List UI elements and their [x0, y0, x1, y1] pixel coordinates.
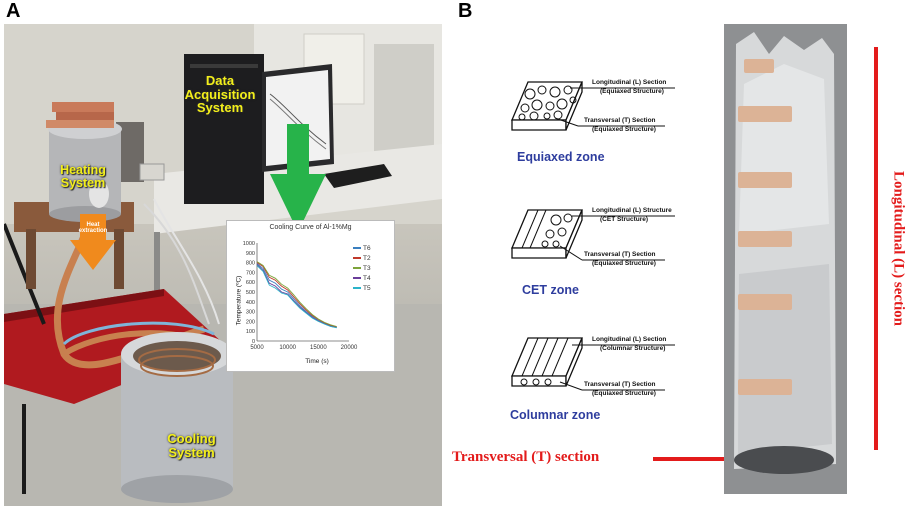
columnar-l-line2: (Columnar Structure) [600, 345, 665, 352]
ingot-illustration [724, 24, 847, 494]
series-line-t2 [256, 262, 337, 328]
columnar-schematic [511, 337, 675, 391]
chart-xlabel: Time (s) [305, 358, 329, 365]
ingot-sample-photo [724, 24, 847, 494]
zone-schematics: Longitudinal (L) Section (Equiaxed Struc… [511, 79, 675, 397]
x-tick-label: 20000 [341, 345, 358, 351]
panel-label-a: A [6, 0, 21, 22]
columnar-l-line1: Longitudinal (L) Section [592, 336, 666, 343]
legend-entry: T3 [353, 263, 371, 273]
x-tick-label: 15000 [310, 345, 327, 351]
y-tick-label: 900 [246, 251, 255, 257]
y-tick-label: 500 [246, 290, 255, 296]
setup-illustration [4, 24, 442, 506]
x-tick-label: 5000 [250, 345, 264, 351]
series-line-t3 [256, 261, 337, 327]
equiaxed-t-line2: (Equiaxed Structure) [592, 126, 656, 133]
y-tick-label: 600 [246, 280, 255, 286]
chart-plot: 0 100 200 300 400 500 600 700 800 900 1000 5000 1000… [243, 241, 358, 351]
cet-l-line1: Longitudinal (L) Structure [592, 207, 672, 214]
y-tick-label: 200 [246, 319, 255, 325]
heat-arrow-icon [70, 214, 116, 270]
legend-entry: T4 [353, 273, 371, 283]
arrow-icon [270, 124, 326, 232]
y-tick-label: 100 [246, 329, 255, 335]
y-tick-label: 300 [246, 310, 255, 316]
y-tick-label: 0 [252, 339, 255, 345]
daq-label: Data Acquisition System [184, 73, 256, 116]
columnar-t-line2: (Equiaxed Structure) [592, 390, 656, 397]
series-line-t6 [256, 263, 337, 328]
equiaxed-l-line1: Longitudinal (L) Section [592, 79, 666, 86]
legend-entry: T6 [353, 243, 371, 253]
setup-photo: Data Acquisition System Heating System H… [4, 24, 442, 506]
heating-label: Heating System [60, 163, 106, 191]
equiaxed-zone-label: Equiaxed zone [517, 150, 605, 164]
legend-entry: T2 [353, 253, 371, 263]
equiaxed-schematic [511, 81, 675, 131]
chart-title: Cooling Curve of Al-1%Mg [269, 224, 352, 231]
longitudinal-line [874, 47, 878, 450]
y-tick-label: 1000 [243, 241, 255, 247]
cet-zone-label: CET zone [522, 283, 579, 297]
legend-entry: T5 [353, 283, 371, 293]
longitudinal-label: Longitudinal (L) section [890, 170, 907, 327]
equiaxed-t-line1: Transversal (T) Section [584, 117, 656, 124]
cet-t-line2: (Equiaxed Structure) [592, 260, 656, 267]
cet-schematic [511, 209, 675, 261]
heat-extraction-label: Heat extraction [78, 222, 108, 235]
cet-l-line2: (CET Structure) [600, 216, 648, 223]
y-tick-label: 700 [246, 270, 255, 276]
columnar-zone-label: Columnar zone [510, 408, 601, 422]
columnar-t-line1: Transversal (T) Section [584, 381, 656, 388]
cet-t-line1: Transversal (T) Section [584, 251, 656, 258]
transversal-label: Transversal (T) section [452, 449, 600, 465]
series-line-t5 [256, 265, 337, 329]
cooling-curve-chart: Cooling Curve of Al-1%Mg 0 100 200 300 400 50… [226, 220, 395, 372]
panel-label-b: B [458, 0, 473, 22]
cooling-label: Cooling System [167, 431, 216, 460]
x-tick-label: 10000 [279, 345, 296, 351]
y-tick-label: 400 [246, 300, 255, 306]
equiaxed-l-line2: (Equiaxed Structure) [600, 88, 664, 95]
chart-ylabel: Temperature (ºC) [235, 275, 243, 326]
y-tick-label: 800 [246, 261, 255, 267]
